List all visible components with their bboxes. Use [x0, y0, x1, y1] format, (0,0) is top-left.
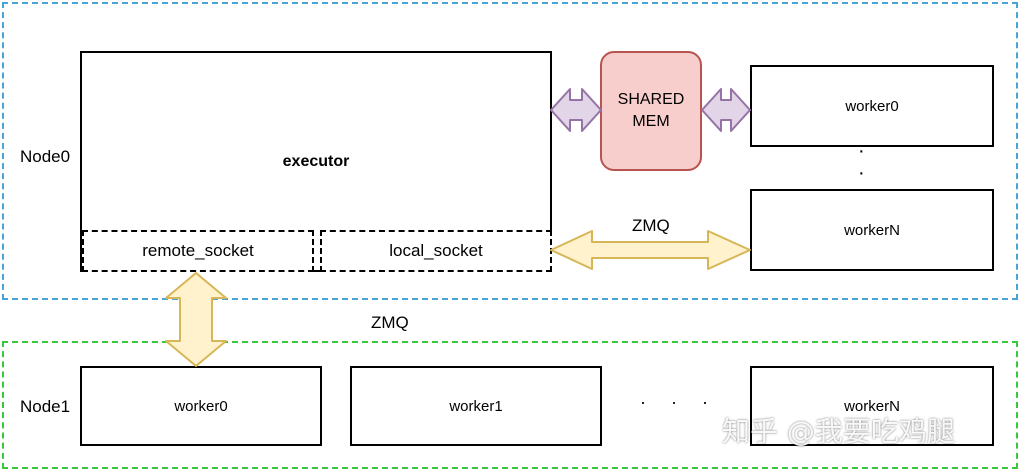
node1-worker1-label: worker1: [449, 397, 503, 415]
node0-workerN-box[interactable]: workerN: [750, 189, 994, 271]
shared-mem-box[interactable]: SHARED MEM: [600, 51, 702, 171]
node1-worker0-label: worker0: [174, 397, 228, 415]
zmq-local-label: ZMQ: [632, 216, 670, 235]
shared-mem-line1: SHARED: [617, 91, 685, 108]
zmq-remote-label: ZMQ: [371, 313, 409, 332]
node1-container: [2, 341, 1018, 469]
executor-title: executor: [282, 153, 350, 170]
remote-socket[interactable]: remote_socket: [82, 230, 314, 272]
watermark: 知乎 @我要吃鸡腿: [722, 415, 955, 448]
node0-workerN-label: workerN: [844, 221, 900, 239]
node1-worker0-box[interactable]: worker0: [80, 366, 322, 446]
node0-label: Node0: [20, 147, 71, 166]
node0-worker0-box[interactable]: worker0: [750, 65, 994, 147]
node1-workerN-box[interactable]: workerN: [750, 366, 994, 446]
executor-box[interactable]: executor remote_socket local_socket: [80, 51, 552, 272]
node1-workerN-label: workerN: [844, 397, 900, 415]
node0-worker0-label: worker0: [845, 97, 899, 115]
node1-ellipsis: · · ·: [640, 392, 718, 412]
node1-label: Node1: [20, 397, 71, 416]
local-socket[interactable]: local_socket: [320, 230, 552, 272]
shared-mem-line2: MEM: [632, 113, 670, 130]
node0-vertical-dots: · ·: [858, 140, 865, 184]
node0-container: [2, 2, 1018, 300]
node1-worker1-box[interactable]: worker1: [350, 366, 602, 446]
